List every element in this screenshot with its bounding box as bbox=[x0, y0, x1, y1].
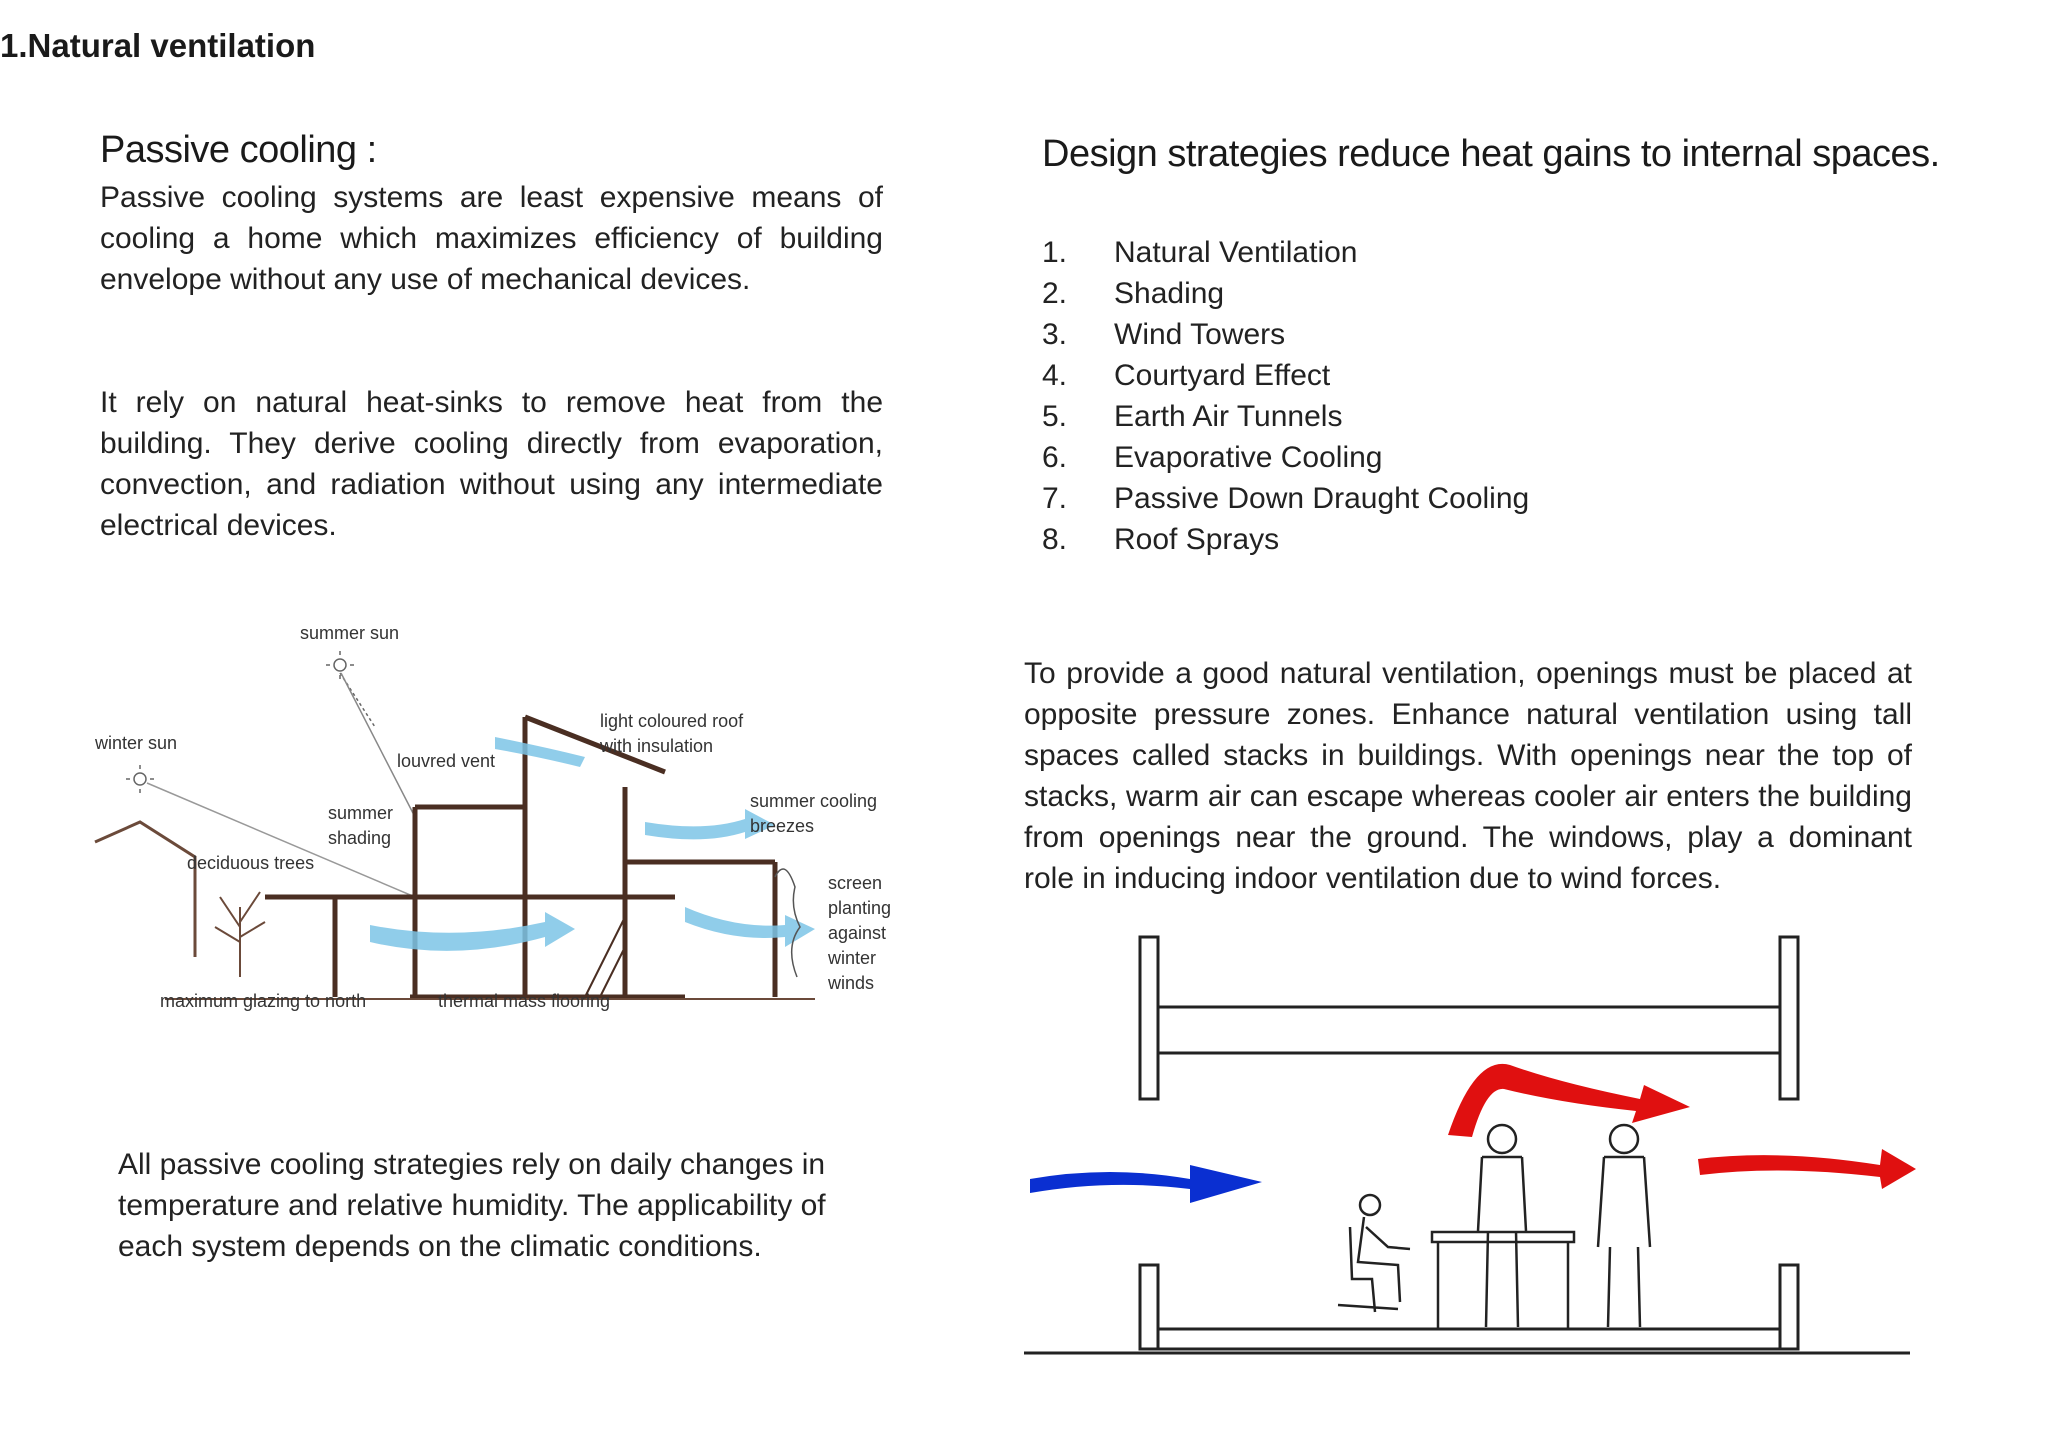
intro-paragraph: Passive cooling systems are least expens… bbox=[100, 181, 883, 297]
label-summer-shading-1: summer bbox=[328, 803, 393, 823]
label-winter-sun: winter sun bbox=[94, 733, 177, 753]
label-screen-3: against bbox=[828, 923, 886, 943]
floor-slab bbox=[1138, 1263, 1800, 1351]
conclusion-paragraph: All passive cooling strategies rely on d… bbox=[118, 1148, 826, 1264]
label-louvred-vent: louvred vent bbox=[397, 751, 495, 771]
passive-house-diagram: summer sun winter sun louvred vent light… bbox=[94, 623, 891, 1011]
desk-icon bbox=[1430, 1231, 1576, 1330]
label-light-roof-2: with insulation bbox=[599, 736, 713, 756]
label-deciduous-trees: deciduous trees bbox=[187, 853, 314, 873]
summer-sun-icon bbox=[326, 651, 416, 818]
natural-ventilation-heading: 1.Natural ventilation bbox=[0, 27, 316, 65]
tree-icon bbox=[214, 891, 266, 978]
label-glazing: maximum glazing to north bbox=[160, 991, 366, 1011]
label-summer-shading-2: shading bbox=[328, 828, 391, 848]
winter-sun-icon bbox=[126, 765, 416, 899]
passive-cooling-heading: Passive cooling : bbox=[100, 129, 377, 172]
breeze-arrows bbox=[370, 737, 815, 952]
label-screen-4: winter bbox=[827, 948, 876, 968]
heat-sinks-paragraph: It rely on natural heat-sinks to remove … bbox=[100, 386, 883, 543]
label-summer-sun: summer sun bbox=[300, 623, 399, 643]
label-summer-breezes-1: summer cooling bbox=[750, 791, 877, 811]
label-summer-breezes-2: breezes bbox=[750, 816, 814, 836]
label-screen-2: planting bbox=[828, 898, 891, 918]
warm-air-exit-arrow bbox=[1698, 1149, 1916, 1190]
standing-person-icon bbox=[1596, 1124, 1652, 1328]
label-screen-5: winds bbox=[827, 973, 874, 993]
label-thermal: thermal mass flooring bbox=[438, 991, 610, 1011]
cool-air-arrow bbox=[1030, 1165, 1262, 1204]
seated-person-icon bbox=[1337, 1194, 1411, 1313]
design-strategies-heading: Design strategies reduce heat gains to i… bbox=[1042, 133, 1940, 176]
roof-slab bbox=[1138, 935, 1800, 1101]
ventilation-diagram bbox=[1024, 935, 1916, 1355]
label-screen-1: screen bbox=[828, 873, 882, 893]
warm-air-arrow bbox=[1448, 1064, 1690, 1138]
label-light-roof-1: light coloured roof bbox=[600, 711, 744, 731]
house-structure bbox=[265, 715, 778, 1000]
standing-person-icon bbox=[1476, 1124, 1528, 1328]
natural-ventilation-paragraph: To provide a good natural ventilation, o… bbox=[1024, 657, 1912, 896]
